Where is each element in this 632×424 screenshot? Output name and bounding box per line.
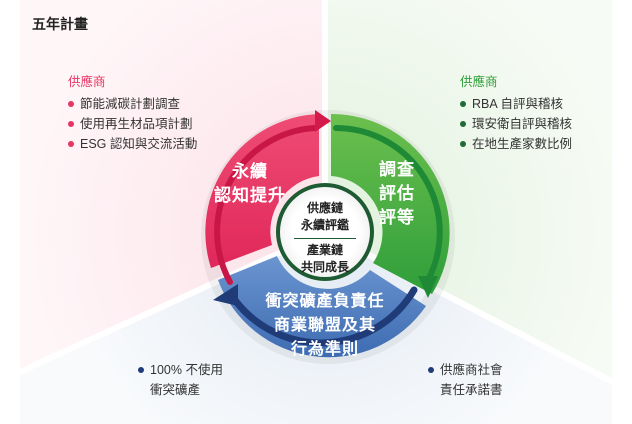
bottom-left-line-2: 衝突礦產 (150, 383, 201, 397)
arrow-head-green (418, 276, 438, 298)
segment-pink-label: 永續 認知提升 (214, 162, 286, 205)
bottom-left-line-1: 100% 不使用 (138, 360, 223, 380)
bullet-dot (68, 120, 74, 127)
arrow-blue-stripe (228, 286, 418, 347)
bullet-dot (460, 120, 466, 127)
bullet-dot (460, 140, 466, 147)
center-bottom-text: 產業鏈 共同成長 (300, 243, 349, 274)
bottom-right-line-2: 責任承諾書 (440, 383, 503, 397)
list-item: ESG 認知與交流活動 (68, 134, 197, 154)
arrow-pink-stripe (214, 125, 318, 285)
bullet-dot (138, 366, 144, 373)
list-item: RBA 自評與稽核 (460, 94, 572, 114)
list-item: 節能減碳計劃調查 (68, 94, 197, 114)
segment-green-label: 調查 評估 評等 (379, 160, 415, 227)
list-item: 使用再生材品項計劃 (68, 114, 197, 134)
background-sector-pink (20, 0, 325, 372)
background-sector-green (325, 0, 612, 382)
bullet-dot (68, 140, 74, 147)
center-top-text: 供應鏈 永續評鑑 (300, 201, 349, 232)
bottom-right-block: 供應商社會 責任承諾書 (428, 360, 503, 400)
top-right-block: 供應商 RBA 自評與稽核 環安衛自評與稽核 在地生產家數比例 (460, 72, 572, 154)
segment-green (331, 113, 450, 294)
top-left-list: 節能減碳計劃調查 使用再生材品項計劃 ESG 認知與交流活動 (68, 94, 197, 154)
arrow-green-stripe (333, 125, 443, 283)
arrow-head-blue (213, 284, 238, 306)
segment-pink (205, 114, 319, 268)
bullet-dot (428, 366, 434, 373)
sector-divider-left (0, 229, 327, 384)
top-right-list: RBA 自評與稽核 環安衛自評與稽核 在地生產家數比例 (460, 94, 572, 154)
bottom-left-block: 100% 不使用 衝突礦產 (138, 360, 223, 400)
list-item: 在地生產家數比例 (460, 134, 572, 154)
arrow-head-pink (315, 110, 331, 132)
top-right-heading: 供應商 (460, 75, 498, 89)
segment-blue-label: 衝突礦產負責任 商業聯盟及其 行為準則 (265, 293, 385, 358)
top-left-heading: 供應商 (68, 75, 106, 89)
center-divider (294, 238, 356, 239)
bullet-dot (68, 100, 74, 107)
top-left-block: 供應商 節能減碳計劃調查 使用再生材品項計劃 ESG 認知與交流活動 (68, 72, 197, 154)
bottom-right-line-1: 供應商社會 (428, 360, 503, 380)
list-item: 環安衛自評與稽核 (460, 114, 572, 134)
bullet-dot (460, 100, 466, 107)
page-title: 五年計畫 (32, 16, 88, 32)
center-circle (276, 183, 374, 281)
